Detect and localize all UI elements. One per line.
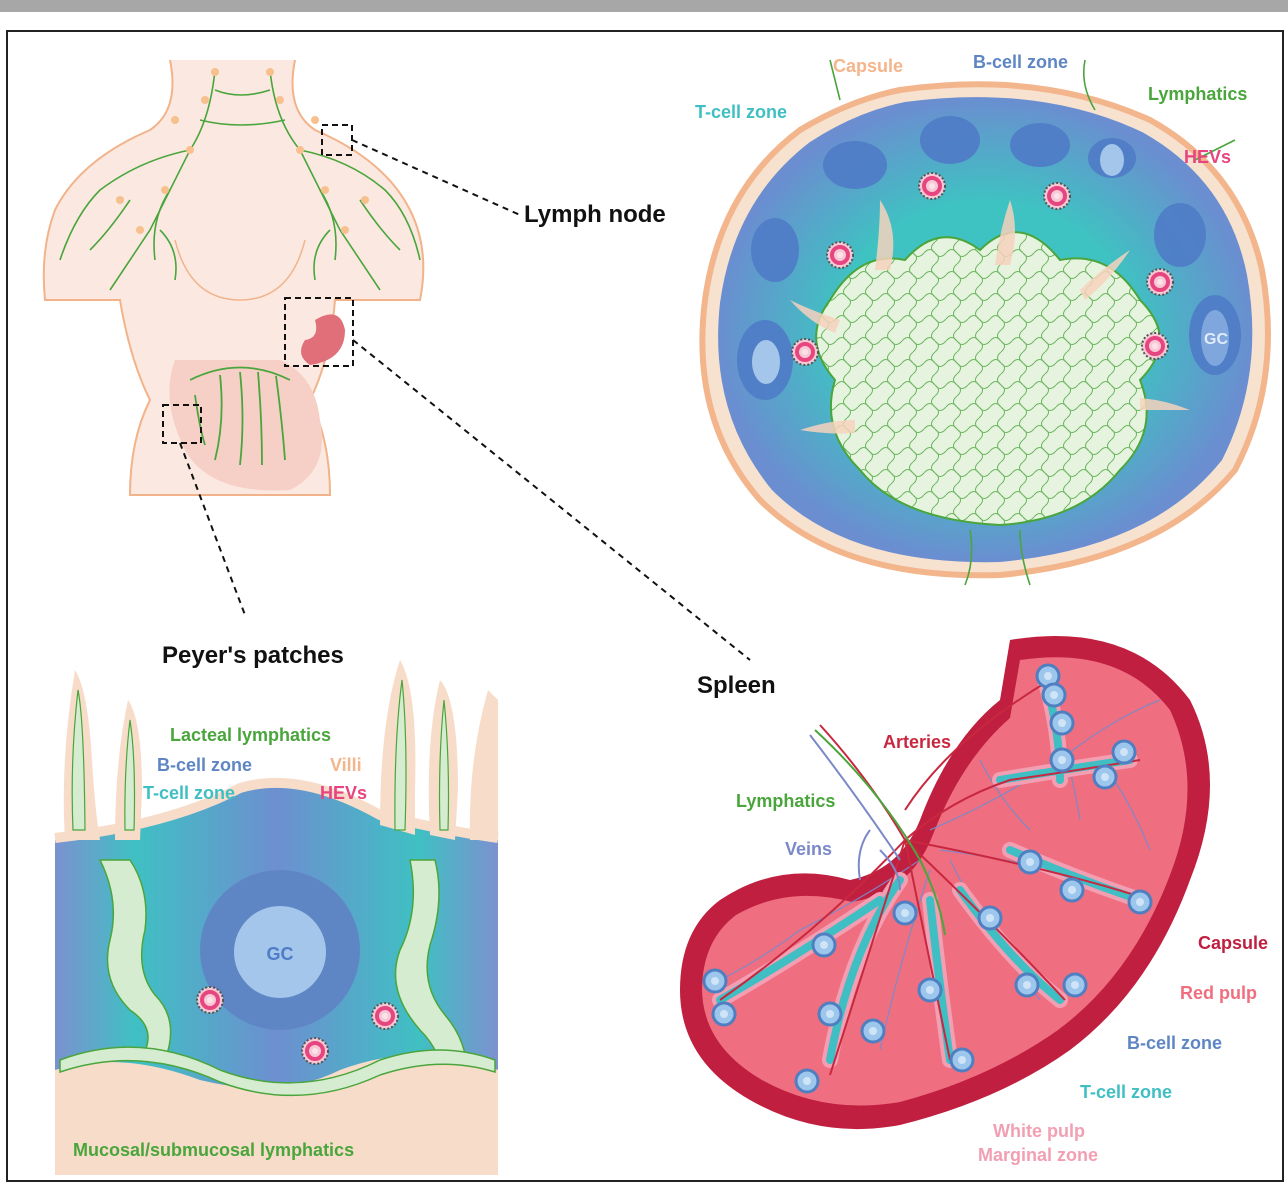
spleen-t-cell-zone-label: T-cell zone bbox=[1080, 1082, 1172, 1102]
spleen-white-pulp-label: White pulp bbox=[993, 1121, 1085, 1141]
lymph-node-gc-label: GC bbox=[1204, 331, 1228, 348]
pp-b-cell-zone-label: B-cell zone bbox=[157, 755, 252, 775]
spleen-lymphatics-label: Lymphatics bbox=[736, 791, 835, 811]
lymph-node-title: Lymph node bbox=[524, 201, 666, 228]
pp-t-cell-zone-label: T-cell zone bbox=[143, 783, 235, 803]
spleen-red-pulp-label: Red pulp bbox=[1180, 983, 1257, 1003]
spleen-marginal-zone-label: Marginal zone bbox=[978, 1145, 1098, 1165]
pp-villi-label: Villi bbox=[330, 755, 362, 775]
pp-gc-label: GC bbox=[267, 944, 294, 964]
ln-b-cell-zone-label: B-cell zone bbox=[973, 52, 1068, 72]
spleen-title: Spleen bbox=[697, 672, 776, 699]
pp-lacteal-label: Lacteal lymphatics bbox=[170, 725, 331, 745]
spleen-arteries-label: Arteries bbox=[883, 732, 951, 752]
pp-mucosal-label: Mucosal/submucosal lymphatics bbox=[73, 1140, 354, 1160]
ln-t-cell-zone-label: T-cell zone bbox=[695, 102, 787, 122]
ln-capsule-label: Capsule bbox=[833, 56, 903, 76]
spleen-diagram bbox=[680, 636, 1210, 1129]
spleen-veins-label: Veins bbox=[785, 839, 832, 859]
pp-hevs-label: HEVs bbox=[320, 783, 367, 803]
peyers-patches-title: Peyer's patches bbox=[162, 642, 344, 669]
lymph-node-diagram: GC bbox=[702, 60, 1268, 585]
ln-hevs-label: HEVs bbox=[1184, 147, 1231, 167]
spleen-capsule-label: Capsule bbox=[1198, 933, 1268, 953]
ln-lymphatics-label: Lymphatics bbox=[1148, 84, 1247, 104]
spleen-b-cell-zone-label: B-cell zone bbox=[1127, 1033, 1222, 1053]
torso-illustration bbox=[44, 60, 750, 660]
